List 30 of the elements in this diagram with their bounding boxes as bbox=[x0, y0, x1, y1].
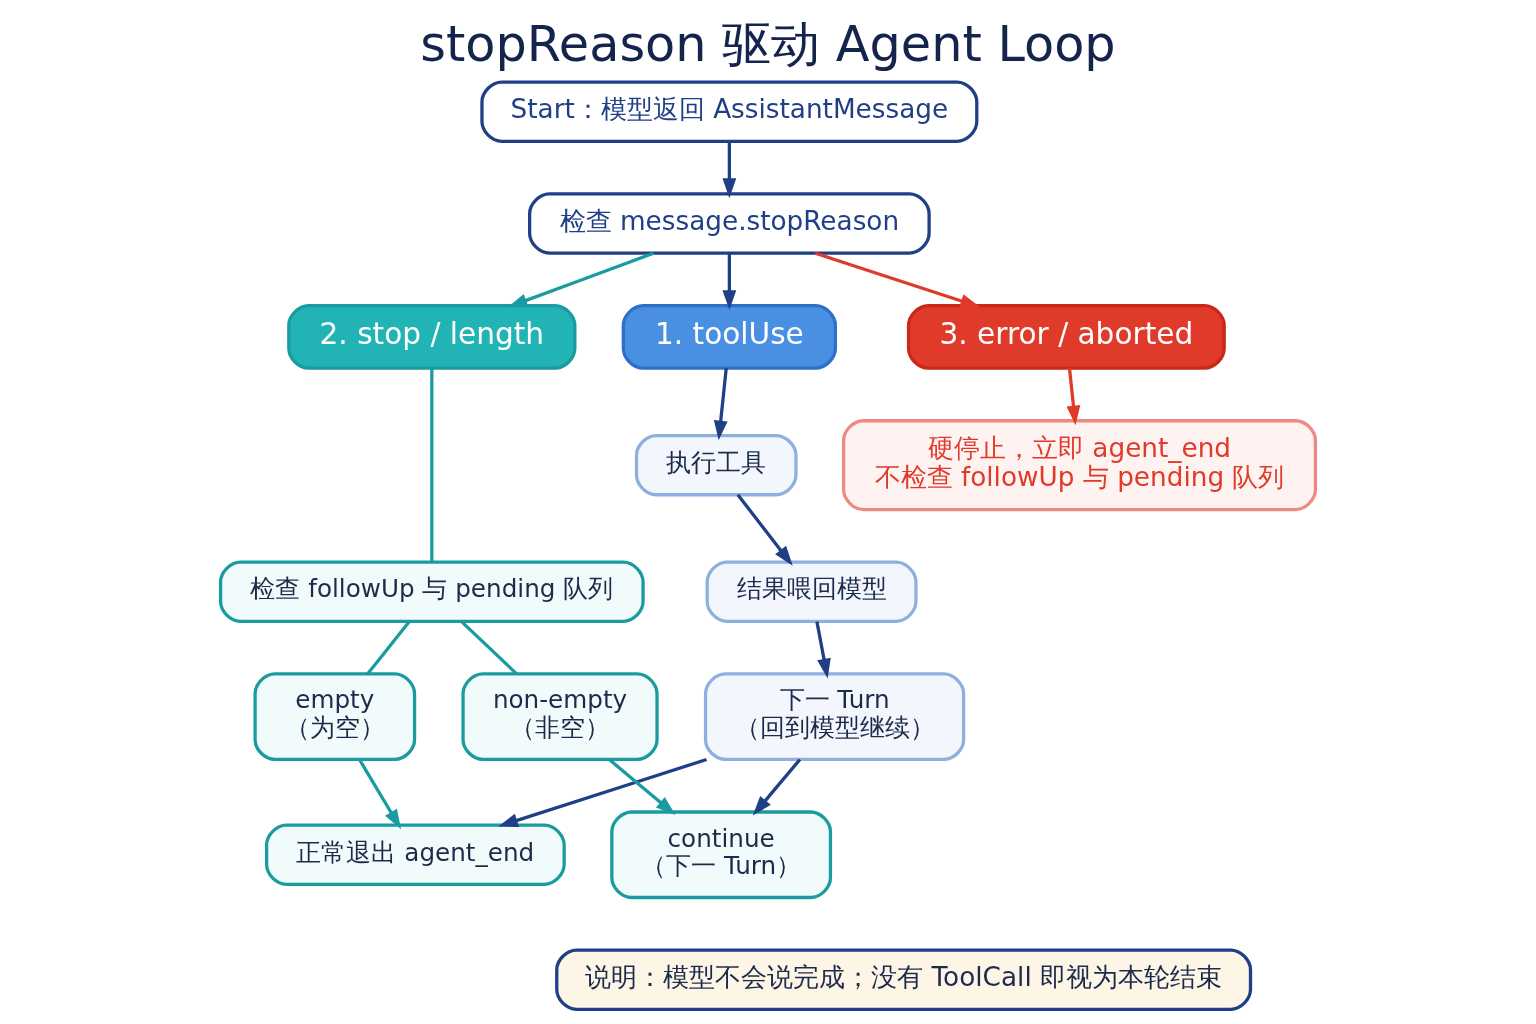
arrow bbox=[814, 251, 981, 308]
node-box: 3. error / aborted bbox=[906, 304, 1226, 370]
diagram-title: stopReason 驱动 Agent Loop bbox=[420, 14, 1116, 73]
node-box: 1. toolUse bbox=[621, 304, 838, 370]
arrow bbox=[752, 758, 802, 816]
node-box: empty （为空） bbox=[253, 672, 417, 762]
arrow bbox=[498, 757, 708, 828]
node-box: 检查 message.stopReason bbox=[528, 192, 931, 255]
connector bbox=[366, 620, 411, 675]
arrow bbox=[608, 758, 676, 815]
node-box: 执行工具 bbox=[634, 433, 798, 497]
node-box: 正常退出 agent_end bbox=[264, 823, 566, 886]
connector bbox=[460, 620, 518, 675]
node-box: 说明：模型不会说完成；没有 ToolCall 即视为本轮结束 bbox=[555, 948, 1253, 1011]
arrow bbox=[358, 758, 402, 830]
arrow bbox=[722, 253, 737, 311]
arrow bbox=[713, 368, 728, 441]
node-box: 结果喂回模型 bbox=[705, 560, 918, 623]
node-box: 硬停止，立即 agent_end 不检查 followUp 与 pending 队列 bbox=[841, 419, 1318, 512]
arrow bbox=[722, 141, 737, 199]
arrow bbox=[736, 493, 793, 566]
connector bbox=[430, 368, 434, 562]
node-box: non-empty （非空） bbox=[461, 672, 659, 762]
node-box: continue （下一 Turn） bbox=[610, 810, 833, 900]
arrow bbox=[1066, 368, 1081, 426]
arrow bbox=[815, 621, 831, 679]
node-box: 检查 followUp 与 pending 队列 bbox=[218, 560, 645, 623]
node-box: 下一 Turn （回到模型继续） bbox=[703, 672, 966, 762]
node-box: Start：模型返回 AssistantMessage bbox=[480, 80, 979, 143]
node-box: 2. stop / length bbox=[287, 304, 577, 370]
